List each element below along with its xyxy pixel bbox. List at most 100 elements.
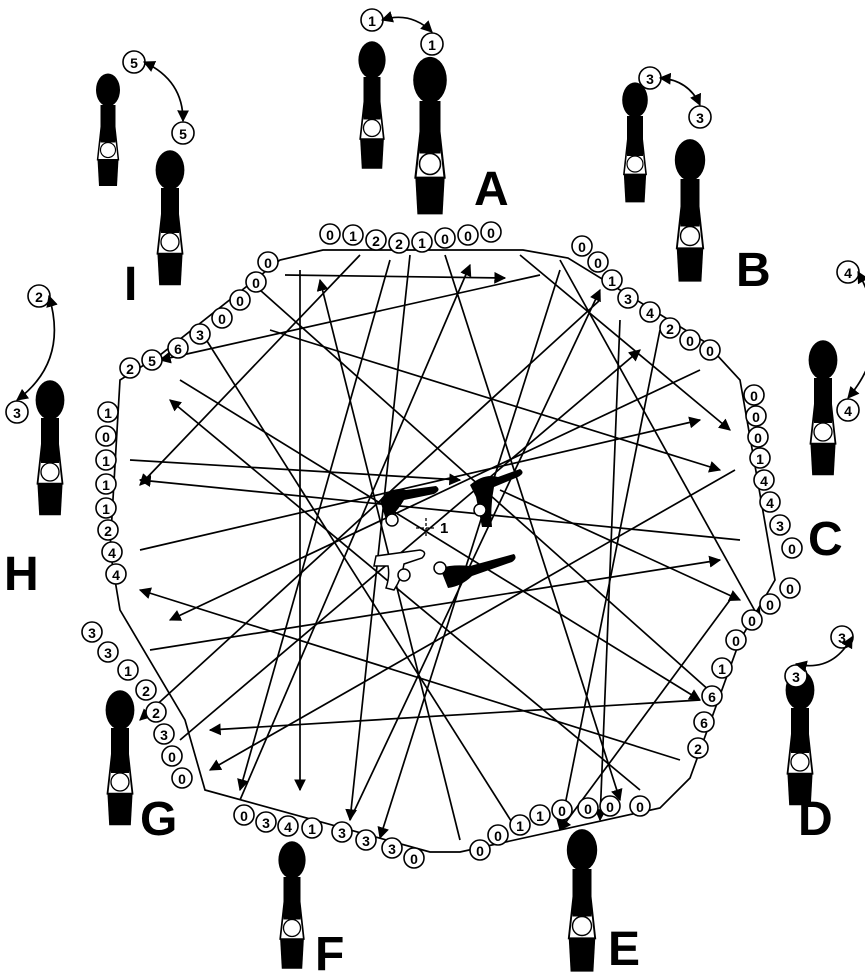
count-value: 0 xyxy=(606,799,614,815)
count-value: 5 xyxy=(148,353,156,369)
count-value: 0 xyxy=(236,293,244,309)
performer-figure xyxy=(413,57,447,215)
count-value: 1 xyxy=(349,228,357,244)
transition-line xyxy=(445,255,620,800)
count-value: 0 xyxy=(178,771,186,787)
swap-arrow xyxy=(660,78,700,105)
center-label: 1 xyxy=(440,520,448,537)
count-value: 0 xyxy=(750,388,758,404)
count-value: 1 xyxy=(102,477,110,493)
top-count-value: 5 xyxy=(179,126,187,142)
count-value: 4 xyxy=(284,819,292,835)
transition-line xyxy=(210,700,700,730)
count-value: 3 xyxy=(388,841,396,857)
count-value: 3 xyxy=(160,727,168,743)
sequence-i: 25630000 xyxy=(120,252,278,378)
count-value: 0 xyxy=(558,803,566,819)
performer-figure xyxy=(809,340,838,475)
top-count-value: 4 xyxy=(844,265,852,281)
top-count-value: 1 xyxy=(368,13,376,29)
count-value: 0 xyxy=(732,633,740,649)
count-value: 3 xyxy=(196,327,204,343)
transition-line xyxy=(180,380,700,700)
count-value: 1 xyxy=(756,451,764,467)
count-value: 3 xyxy=(262,815,270,831)
performer-figure xyxy=(96,74,120,187)
count-value: 0 xyxy=(441,231,449,247)
count-value: 1 xyxy=(104,405,112,421)
top-count-value: 5 xyxy=(130,55,138,71)
count-value: 3 xyxy=(338,825,346,841)
performer-figure xyxy=(106,690,135,825)
count-value: 1 xyxy=(308,821,316,837)
count-value: 0 xyxy=(218,311,226,327)
station-letter-c: C xyxy=(808,513,843,566)
performer-figure xyxy=(36,380,65,515)
swap-arrow xyxy=(144,62,183,121)
count-value: 1 xyxy=(536,808,544,824)
count-value: 1 xyxy=(718,661,726,677)
transition-line xyxy=(130,460,460,480)
transition-line xyxy=(150,560,720,650)
count-value: 0 xyxy=(102,429,110,445)
station-letter-h: H xyxy=(4,548,39,601)
count-value: 0 xyxy=(476,843,484,859)
count-value: 1 xyxy=(418,235,426,251)
count-value: 1 xyxy=(608,273,616,289)
swap-arrow xyxy=(382,17,432,32)
station-letter-f: F xyxy=(315,928,344,977)
top-count-value: 1 xyxy=(428,37,436,53)
performer-figure xyxy=(156,150,185,285)
count-value: 2 xyxy=(152,705,160,721)
count-value: 2 xyxy=(372,233,380,249)
count-value: 0 xyxy=(264,255,272,271)
count-value: 0 xyxy=(686,333,694,349)
transition-line xyxy=(170,400,640,790)
station-letter-i: I xyxy=(124,258,137,311)
count-value: 2 xyxy=(666,321,674,337)
count-value: 6 xyxy=(174,341,182,357)
station-letter-a: A xyxy=(474,163,509,216)
swap-arrow xyxy=(848,272,865,398)
transition-line xyxy=(285,275,505,278)
top-count-value: 4 xyxy=(844,403,852,419)
count-value: 0 xyxy=(786,581,794,597)
formation-outline xyxy=(110,250,775,852)
count-value: 0 xyxy=(464,228,472,244)
performer-figure xyxy=(622,82,648,202)
count-value: 3 xyxy=(104,645,112,661)
top-count-value: 3 xyxy=(792,669,800,685)
transition-line xyxy=(600,320,620,820)
count-value: 0 xyxy=(410,851,418,867)
count-value: 3 xyxy=(88,625,96,641)
performer-figure xyxy=(567,829,597,972)
count-value: 0 xyxy=(788,541,796,557)
count-value: 1 xyxy=(516,818,524,834)
top-count-value: 2 xyxy=(35,289,43,305)
outline-polygon xyxy=(110,250,775,852)
count-value: 0 xyxy=(594,255,602,271)
center-figure-4 xyxy=(434,554,516,588)
station-letter-b: B xyxy=(736,244,771,297)
count-value: 3 xyxy=(362,833,370,849)
count-value: 0 xyxy=(748,613,756,629)
performer-figure xyxy=(278,841,305,969)
count-value: 2 xyxy=(104,523,112,539)
count-value: 1 xyxy=(124,663,132,679)
count-value: 4 xyxy=(760,473,768,489)
sequence-a: 01221000 xyxy=(320,222,501,253)
count-value: 0 xyxy=(636,799,644,815)
count-value: 1 xyxy=(102,501,110,517)
transition-line xyxy=(140,590,680,760)
center-figure-1 xyxy=(380,486,439,526)
count-value: 0 xyxy=(168,749,176,765)
count-value: 2 xyxy=(126,361,134,377)
count-value: 6 xyxy=(708,689,716,705)
count-value: 0 xyxy=(252,275,260,291)
top-count-value: 3 xyxy=(696,110,704,126)
count-value: 4 xyxy=(766,495,774,511)
